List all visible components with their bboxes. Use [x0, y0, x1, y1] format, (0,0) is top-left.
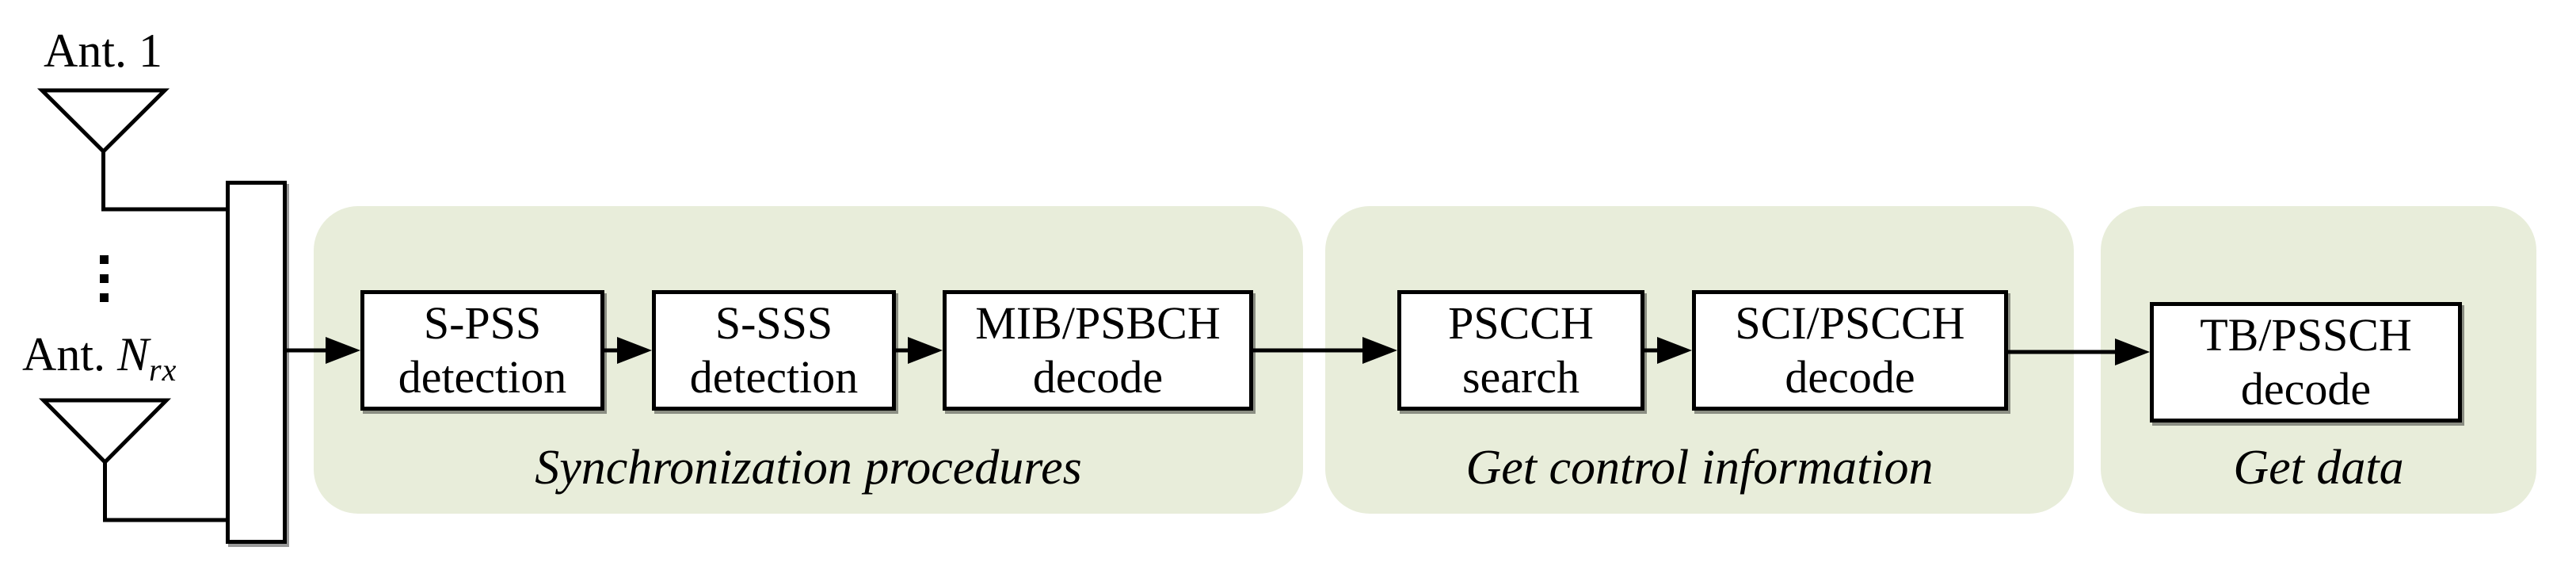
box-s-sss-detection: S-SSS detection — [652, 290, 896, 411]
box-pscch-search: PSCCH search — [1397, 290, 1644, 411]
arrow-right-icon — [287, 337, 360, 364]
antenna-icon — [38, 398, 172, 465]
antenna-n-label-symbol: N — [117, 328, 150, 381]
box-s-pss-detection: S-PSS detection — [360, 290, 604, 411]
arrow-right-icon — [1644, 337, 1692, 364]
group-caption-get-data: Get data — [2233, 441, 2404, 495]
arrow-right-icon — [604, 337, 652, 364]
box-label-line1: SCI/PSCCH — [1735, 297, 1965, 349]
box-label-line2: decode — [1032, 351, 1164, 403]
arrow-right-icon — [2008, 338, 2150, 365]
box-label-line1: PSCCH — [1448, 297, 1594, 349]
box-label-line2: decode — [1785, 351, 1915, 403]
box-label-line2: search — [1461, 351, 1580, 403]
box-label-line2: decode — [2240, 363, 2372, 415]
box-mib-psbch-decode: MIB/PSBCH decode — [943, 290, 1253, 411]
antenna-combiner-box — [226, 181, 287, 544]
vertical-ellipsis-icon — [100, 255, 109, 302]
box-label-line1: TB/PSSCH — [2200, 309, 2412, 361]
antenna-n-label-subscript: rx — [149, 352, 177, 388]
box-label-line1: S-PSS — [423, 297, 542, 349]
antenna-icon — [36, 88, 170, 155]
box-label-line2: detection — [689, 351, 859, 403]
box-tb-pssch-decode: TB/PSSCH decode — [2150, 302, 2462, 423]
antenna-1-feed-wire — [101, 150, 230, 212]
group-caption-synchronization: Synchronization procedures — [535, 441, 1082, 495]
antenna-1-label-text: Ant. 1 — [44, 25, 162, 77]
box-sci-pscch-decode: SCI/PSCCH decode — [1692, 290, 2008, 411]
antenna-1-label: Ant. 1 — [44, 24, 162, 78]
antenna-n-label: Ant. Nrx — [22, 327, 177, 388]
group-caption-control-information: Get control information — [1465, 441, 1934, 495]
antenna-n-feed-wire — [103, 461, 230, 522]
box-label-line2: detection — [398, 351, 567, 403]
box-label-line1: S-SSS — [714, 297, 833, 349]
arrow-right-icon — [896, 337, 943, 364]
antenna-n-label-prefix: Ant. — [22, 328, 117, 381]
box-label-line1: MIB/PSBCH — [975, 297, 1221, 349]
arrow-right-icon — [1253, 337, 1397, 364]
